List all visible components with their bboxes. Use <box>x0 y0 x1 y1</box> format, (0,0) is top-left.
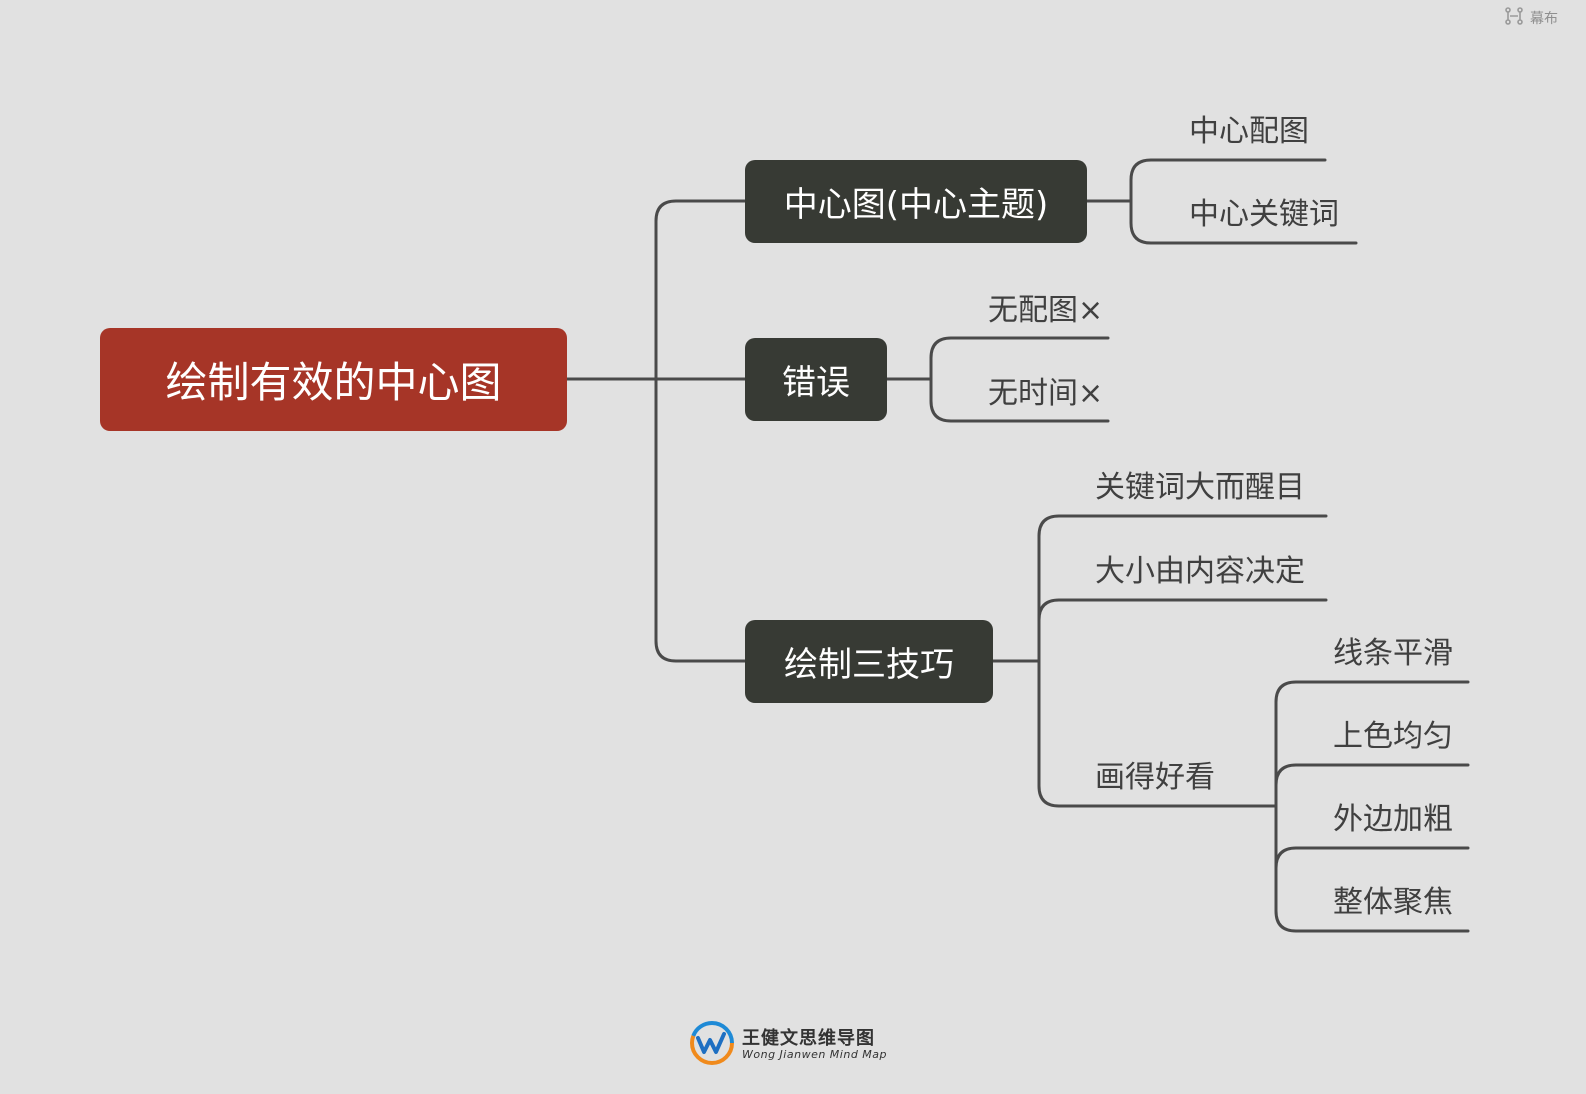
branch-label: 错误 <box>782 363 850 403</box>
leaf-topic[interactable]: 中心配图 <box>1189 114 1309 149</box>
link-sub-child3 <box>1274 846 1470 870</box>
branch-node-errors[interactable]: 错误 <box>745 338 887 421</box>
link-sub-children <box>1274 680 1470 933</box>
link-b3-children <box>1037 514 1328 808</box>
leaf-topic[interactable]: 无配图× <box>988 293 1104 328</box>
mindmap-icon <box>1504 6 1524 30</box>
leaf-topic[interactable]: 大小由内容决定 <box>1095 554 1305 589</box>
leaf-topic[interactable]: 上色均匀 <box>1333 719 1453 754</box>
watermark-label: 幕布 <box>1530 11 1558 27</box>
leaf-topic[interactable]: 整体聚焦 <box>1333 885 1453 920</box>
link-b3-child2 <box>1037 598 1328 622</box>
branch-label: 中心图(中心主题) <box>783 185 1049 225</box>
link-b1-children <box>1129 158 1358 245</box>
root-topic-label: 绘制有效的中心图 <box>165 358 502 407</box>
leaf-topic[interactable]: 线条平滑 <box>1333 636 1453 671</box>
footer-brand: 王健文思维导图 Wong Jianwen Mind Map <box>688 1020 887 1070</box>
footer-subtitle: Wong Jianwen Mind Map <box>742 1047 888 1061</box>
sub-branch-topic[interactable]: 画得好看 <box>1095 760 1215 795</box>
leaf-topic[interactable]: 外边加粗 <box>1333 802 1453 837</box>
branch-node-three-tips[interactable]: 绘制三技巧 <box>745 620 993 703</box>
leaf-topic[interactable]: 无时间× <box>988 376 1104 411</box>
leaf-topic[interactable]: 中心关键词 <box>1189 197 1339 232</box>
brand-logo-icon <box>688 1020 736 1070</box>
link-sub-child2 <box>1274 763 1470 787</box>
branch-label: 绘制三技巧 <box>784 645 954 685</box>
link-spine <box>654 199 747 663</box>
leaf-topic[interactable]: 关键词大而醒目 <box>1095 470 1305 505</box>
watermark: 幕布 <box>1504 6 1558 30</box>
root-topic[interactable]: 绘制有效的中心图 <box>100 328 567 431</box>
branch-node-center-image[interactable]: 中心图(中心主题) <box>745 160 1087 243</box>
footer-title: 王健文思维导图 <box>742 1028 875 1050</box>
link-b2-children <box>929 336 1110 423</box>
